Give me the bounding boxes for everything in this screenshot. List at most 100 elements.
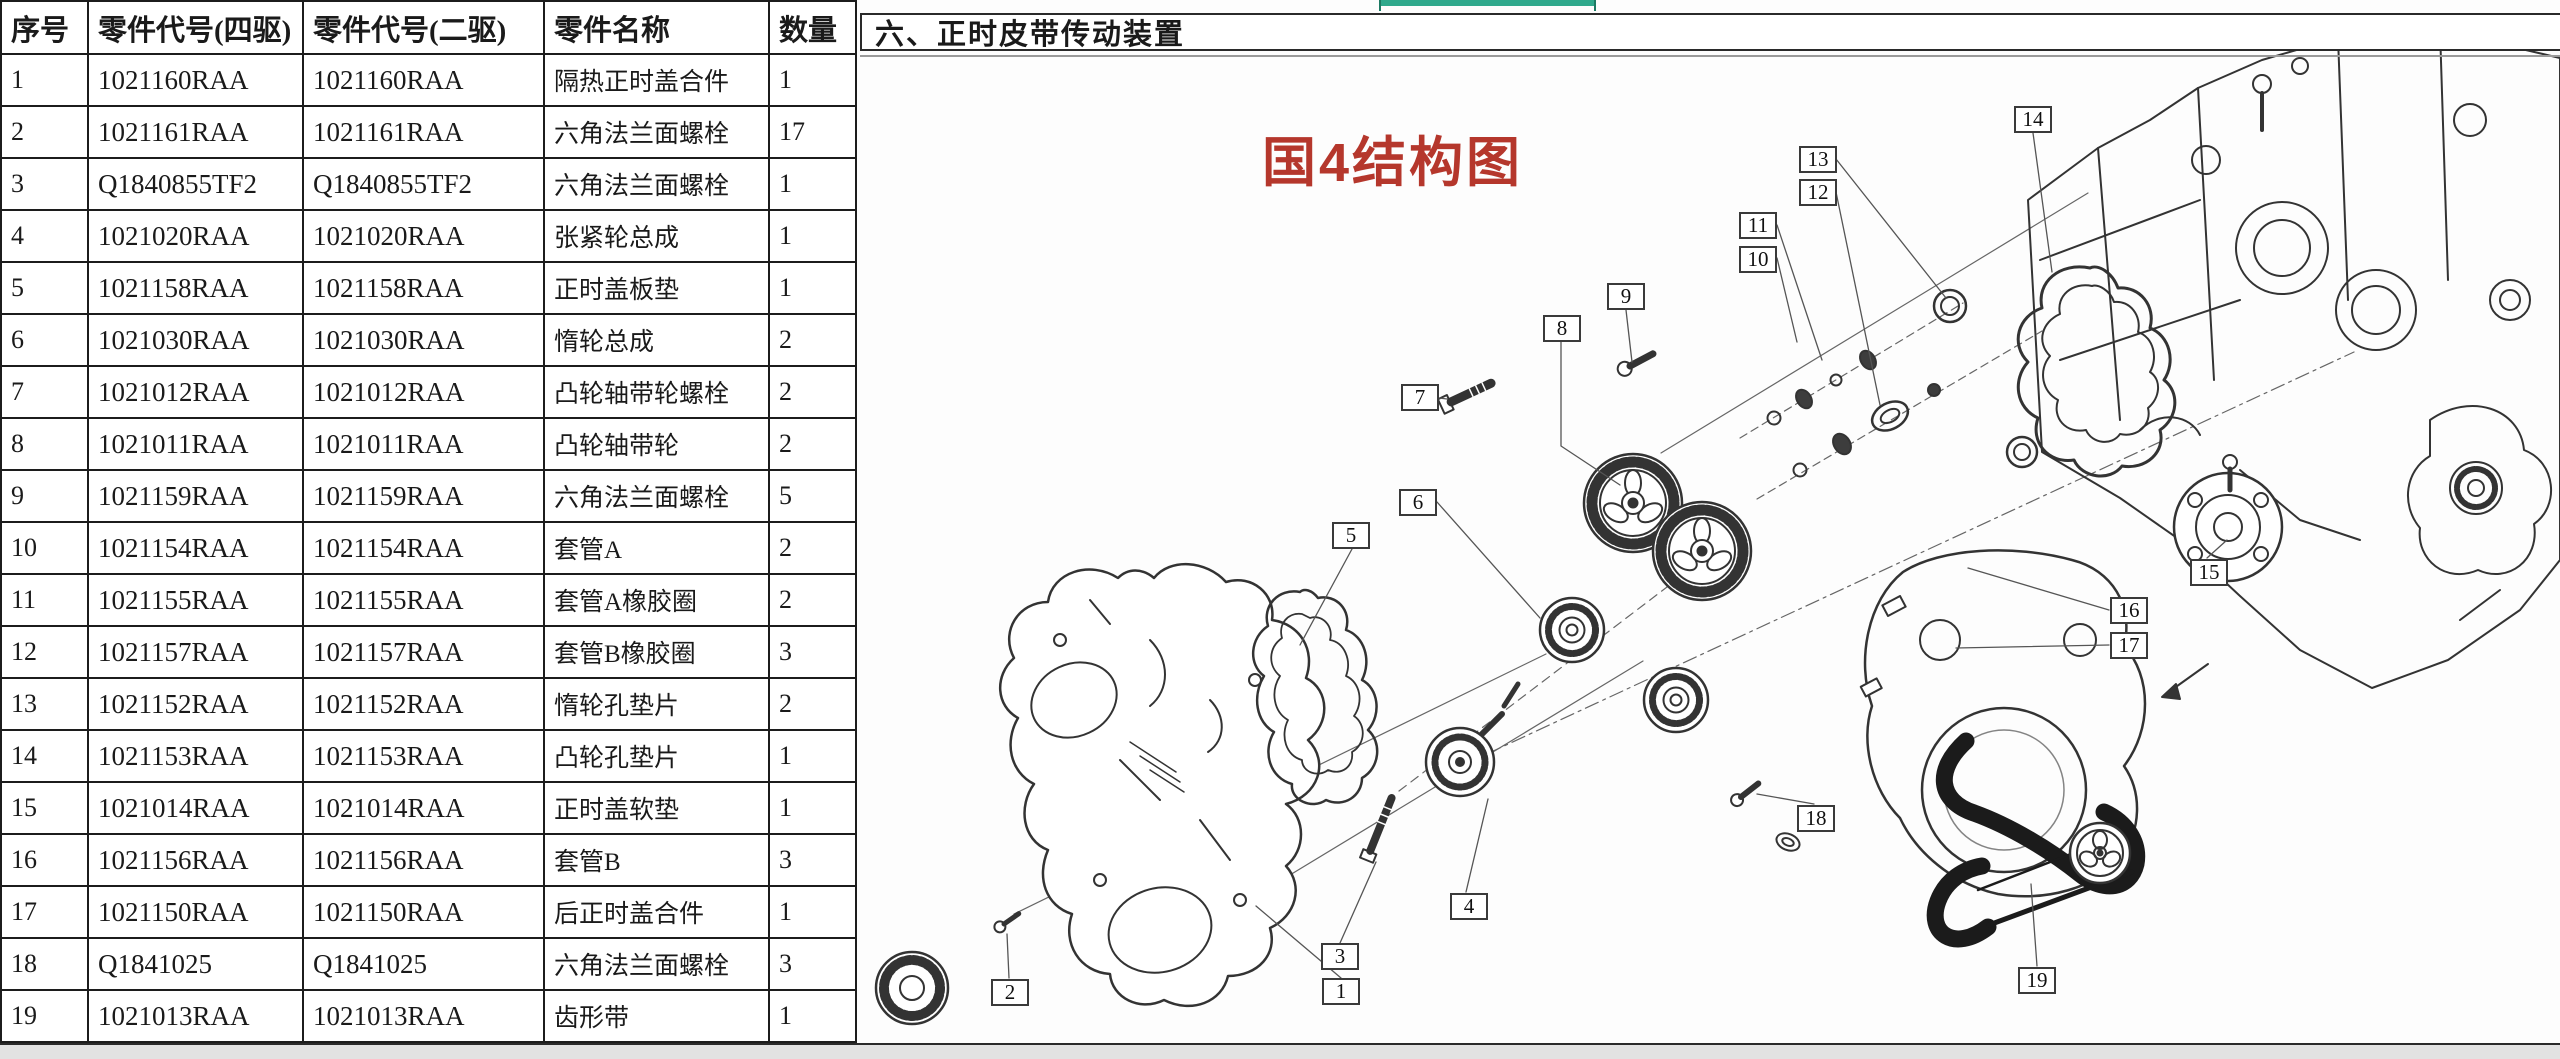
part-code-4wd: 1021012RAA: [87, 365, 304, 419]
part-qty: 2: [768, 313, 857, 367]
row-index: 3: [0, 157, 89, 211]
callout-4: 4: [1450, 893, 1488, 920]
part-code-4wd: 1021156RAA: [87, 833, 304, 887]
emission-standard-label: 国4结构图: [1262, 133, 1524, 193]
row-index: 1: [0, 53, 89, 107]
part-code-4wd: 1021150RAA: [87, 885, 304, 939]
part-code-4wd: 1021030RAA: [87, 313, 304, 367]
part-qty: 2: [768, 677, 857, 731]
row-index: 6: [0, 313, 89, 367]
part-name: 六角法兰面螺栓: [543, 157, 770, 211]
part-code-4wd: 1021152RAA: [87, 677, 304, 731]
part-code-2wd: 1021155RAA: [302, 573, 545, 627]
part-code-4wd: 1021154RAA: [87, 521, 304, 575]
row-index: 10: [0, 521, 89, 575]
part-code-4wd: 1021160RAA: [87, 53, 304, 107]
part-code-4wd: 1021013RAA: [87, 989, 304, 1043]
part-name: 齿形带: [543, 989, 770, 1043]
idler-pulleys: [1538, 596, 1710, 734]
selection-tick-right: [1594, 0, 1596, 11]
part-qty: 1: [768, 989, 857, 1043]
col-header-qty: 数量: [768, 0, 857, 55]
part-qty: 1: [768, 781, 857, 835]
seal-grommets: [1766, 288, 1968, 478]
part-code-2wd: 1021161RAA: [302, 105, 545, 159]
title-underline: [860, 55, 2560, 57]
part-qty: 3: [768, 833, 857, 887]
bolt-7: [1436, 378, 1496, 415]
callout-9: 9: [1607, 283, 1645, 310]
cover-gasket: [1251, 588, 1379, 806]
part-name: 后正时盖合件: [543, 885, 770, 939]
leader-lines: [1006, 132, 2228, 979]
row-index: 13: [0, 677, 89, 731]
row-index: 5: [0, 261, 89, 315]
callout-8: 8: [1543, 315, 1581, 342]
engine-block: [2027, 49, 2560, 689]
rear-gasket: [2005, 265, 2177, 478]
table-header-row: 序号 零件代号(四驱) 零件代号(二驱) 零件名称 数量: [0, 0, 857, 55]
part-name: 套管B: [543, 833, 770, 887]
part-name: 套管A橡胶圈: [543, 573, 770, 627]
part-code-4wd: Q1841025: [87, 937, 304, 991]
callout-11: 11: [1739, 212, 1777, 239]
bolt-18: [1730, 780, 1762, 808]
part-name: 套管A: [543, 521, 770, 575]
sheet-selection-highlight: [1380, 0, 1595, 6]
construction-lines: [1013, 192, 2355, 915]
bolt-2: [993, 911, 1022, 934]
part-qty: 1: [768, 261, 857, 315]
part-qty: 1: [768, 53, 857, 107]
part-name: 套管B橡胶圈: [543, 625, 770, 679]
part-code-4wd: 1021157RAA: [87, 625, 304, 679]
part-code-2wd: 1021157RAA: [302, 625, 545, 679]
row-index: 11: [0, 573, 89, 627]
col-header-code-4wd: 零件代号(四驱): [87, 0, 304, 55]
callout-5: 5: [1332, 522, 1370, 549]
col-header-index: 序号: [0, 0, 89, 55]
row-index: 8: [0, 417, 89, 471]
part-code-4wd: 1021020RAA: [87, 209, 304, 263]
row-index: 16: [0, 833, 89, 887]
part-qty: 2: [768, 573, 857, 627]
row-index: 4: [0, 209, 89, 263]
part-code-2wd: 1021030RAA: [302, 313, 545, 367]
crank-sprocket: [874, 950, 950, 1026]
callout-6: 6: [1399, 489, 1437, 516]
section-title: 六、正时皮带传动装置: [860, 13, 2560, 51]
callout-12: 12: [1799, 179, 1837, 206]
camshaft-pulleys: [1582, 452, 1753, 602]
bolts: [993, 350, 1762, 934]
callout-7: 7: [1401, 384, 1439, 411]
callout-17: 17: [2110, 632, 2148, 659]
part-name: 惰轮孔垫片: [543, 677, 770, 731]
part-qty: 2: [768, 417, 857, 471]
part-code-2wd: 1021160RAA: [302, 53, 545, 107]
callout-16: 16: [2110, 597, 2148, 624]
part-name: 凸轮孔垫片: [543, 729, 770, 783]
part-name: 正时盖软垫: [543, 781, 770, 835]
row-index: 15: [0, 781, 89, 835]
part-code-4wd: 1021155RAA: [87, 573, 304, 627]
part-name: 凸轮轴带轮螺栓: [543, 365, 770, 419]
callout-3: 3: [1321, 943, 1359, 970]
part-name: 惰轮总成: [543, 313, 770, 367]
part-code-4wd: 1021161RAA: [87, 105, 304, 159]
part-code-4wd: 1021011RAA: [87, 417, 304, 471]
col-header-part-name: 零件名称: [543, 0, 770, 55]
callout-14: 14: [2014, 106, 2052, 133]
